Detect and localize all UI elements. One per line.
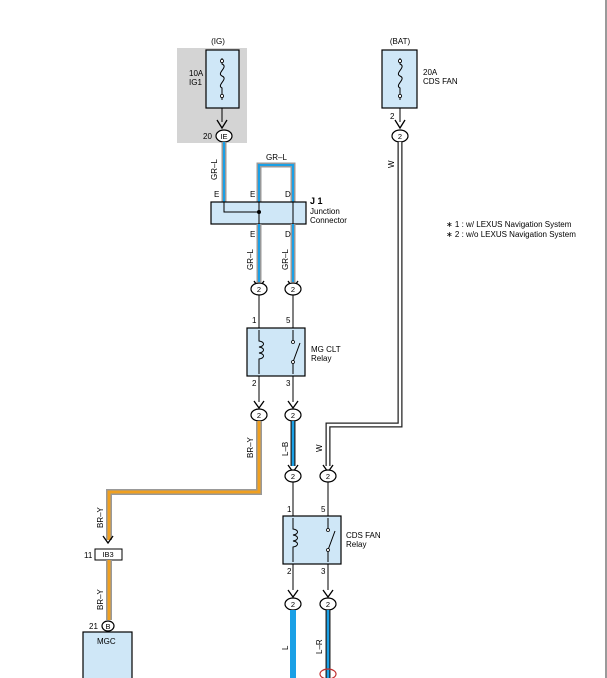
relay-cds-pin3: 3 (321, 567, 326, 576)
fuse-bat-name: CDS FAN (423, 77, 458, 86)
connector-arrow-icon (287, 400, 299, 410)
j1-pin-e-top: E (250, 190, 255, 199)
mgc-connector-label: B (105, 622, 110, 631)
relay-mg-pin5: 5 (286, 316, 291, 325)
relay-mg-name-line1: MG CLT (311, 345, 341, 354)
svg-text:2: 2 (398, 132, 402, 141)
svg-text:2: 2 (291, 600, 295, 609)
connector-arrow-icon (216, 119, 228, 130)
mgc-connector-circle (101, 620, 115, 632)
bat-label: (BAT) (390, 37, 411, 46)
wire-label-br-y-3: BR–Y (96, 588, 105, 610)
connector-ie-label: IE (220, 132, 227, 141)
j1-pin-e-bottom: E (250, 230, 255, 239)
connector-partial-circle (319, 668, 337, 678)
wire-label-gr-l-loop: GR–L (266, 153, 287, 162)
connector-arrow-icon (102, 535, 114, 545)
fuse-bat-element-icon (397, 58, 403, 100)
relay-switch-icon (292, 330, 301, 374)
wire-label-l-r: L–R (315, 639, 324, 654)
relay-mg-pin2: 2 (252, 379, 257, 388)
connector-arrow-icon (253, 400, 265, 410)
ig-label: (IG) (211, 37, 225, 46)
fuse-ig-name: IG1 (189, 78, 202, 87)
relay-cds-pin2: 2 (287, 567, 292, 576)
component-mgc (82, 631, 133, 678)
relay-cds-name-line1: CDS FAN (346, 531, 381, 540)
fuse-bat-rating: 20A (423, 68, 438, 77)
wire-label-gr-l-1: GR–L (210, 159, 219, 180)
j1-name-line2: Connector (310, 216, 347, 225)
j1-pin-e-top-left: E (214, 190, 219, 199)
connector-arrow-icon (287, 589, 299, 599)
wire-w (325, 142, 403, 466)
relay-coil-icon (258, 330, 264, 374)
wire-gr-l-loop (256, 162, 296, 202)
wire-label-w-2: W (315, 444, 324, 452)
mgc-label: MGC (97, 637, 116, 646)
wire-label-gr-l-3: GR–L (281, 249, 290, 270)
j1-pin-d-top: D (285, 190, 291, 199)
fuse-ig-element-icon (219, 58, 225, 100)
j1-id: J 1 (310, 196, 323, 206)
relay-coil-icon (292, 518, 298, 562)
connector-ib3-label: IB3 (102, 550, 113, 559)
svg-text:2: 2 (257, 411, 261, 420)
mgc-pin: 21 (89, 622, 98, 631)
wire-label-br-y-1: BR–Y (246, 436, 255, 458)
relay-cds-pin1: 1 (287, 505, 292, 514)
svg-text:2: 2 (257, 285, 261, 294)
wire-label-l-b: L–B (281, 442, 290, 456)
connector-ib3-pin: 11 (84, 551, 93, 560)
fuse-ig-rating: 10A (189, 69, 204, 78)
relay-cds-fan (282, 515, 342, 565)
relay-switch-icon (327, 518, 336, 562)
relay-mg-pin1: 1 (252, 316, 257, 325)
note-2: ∗ 2 : w/o LEXUS Navigation System (446, 230, 576, 239)
wire-label-br-y-2: BR–Y (96, 506, 105, 528)
pin-bat-fuse: 2 (390, 112, 395, 121)
svg-text:2: 2 (291, 472, 295, 481)
wire-label-w-1: W (387, 160, 396, 168)
pin-ig-fuse: 20 (203, 132, 212, 141)
relay-mg-clt (246, 327, 306, 377)
wire-br-y (106, 421, 262, 540)
relay-mg-name-line2: Relay (311, 354, 331, 363)
connector-arrow-icon (322, 589, 334, 599)
svg-text:2: 2 (326, 600, 330, 609)
relay-cds-pin5: 5 (321, 505, 326, 514)
svg-text:2: 2 (291, 411, 295, 420)
note-1: ∗ 1 : w/ LEXUS Navigation System (446, 220, 572, 229)
j1-pin-d-bottom: D (285, 230, 291, 239)
j1-name-line1: Junction (310, 207, 340, 216)
relay-cds-name-line2: Relay (346, 540, 366, 549)
wire-label-l: L (281, 645, 290, 650)
relay-mg-pin3: 3 (286, 379, 291, 388)
connector-arrow-icon (394, 119, 406, 130)
wire-label-gr-l-2: GR–L (246, 249, 255, 270)
svg-text:2: 2 (291, 285, 295, 294)
svg-text:2: 2 (326, 472, 330, 481)
